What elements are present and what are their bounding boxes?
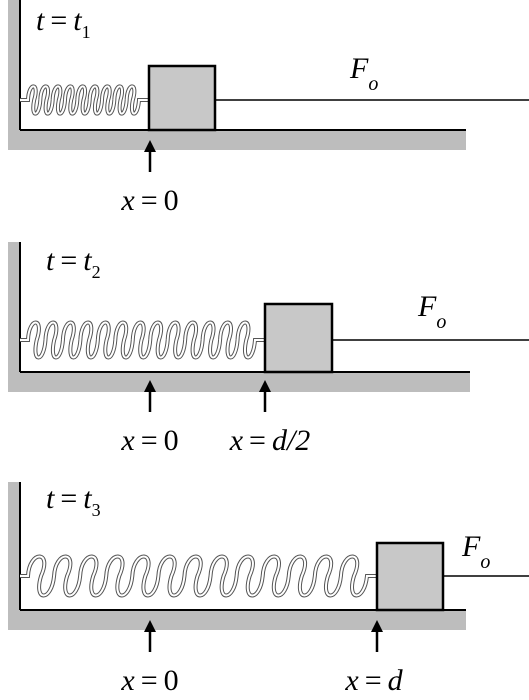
panel-3: t=t3 Fo x=0 x=d xyxy=(8,482,529,697)
marker-arrow xyxy=(259,380,271,412)
position-label: x=d xyxy=(344,664,403,697)
time-label: t=t1 xyxy=(36,4,91,42)
spring xyxy=(20,554,377,598)
force-label: Fo xyxy=(461,530,490,573)
spring-coil-highlight xyxy=(20,85,149,115)
spring xyxy=(20,320,265,360)
block xyxy=(263,302,334,374)
block xyxy=(147,64,217,132)
force-label: Fo xyxy=(417,290,446,333)
panel-1: t=t1 Fo x=0 xyxy=(8,0,529,217)
time-label: t=t3 xyxy=(46,482,101,520)
position-label: x=0 xyxy=(120,424,178,457)
position-label: x=d/2 xyxy=(229,424,311,457)
position-label: x=0 xyxy=(120,664,178,697)
marker-arrow xyxy=(371,620,383,652)
wall-shadow xyxy=(8,0,466,150)
marker-arrow xyxy=(144,140,156,172)
panel-2: t=t2 Fo x=0 x=d/2 xyxy=(8,242,529,457)
spring xyxy=(20,84,149,116)
spring-coil-highlight xyxy=(20,555,377,597)
spring-coil-highlight xyxy=(20,321,265,359)
marker-arrow xyxy=(144,380,156,412)
block xyxy=(375,541,445,612)
time-label: t=t2 xyxy=(46,244,101,282)
force-label: Fo xyxy=(349,52,378,95)
marker-arrow xyxy=(144,620,156,652)
position-label: x=0 xyxy=(120,184,178,217)
wall-shadow xyxy=(8,242,470,392)
wall-shadow xyxy=(8,482,466,630)
